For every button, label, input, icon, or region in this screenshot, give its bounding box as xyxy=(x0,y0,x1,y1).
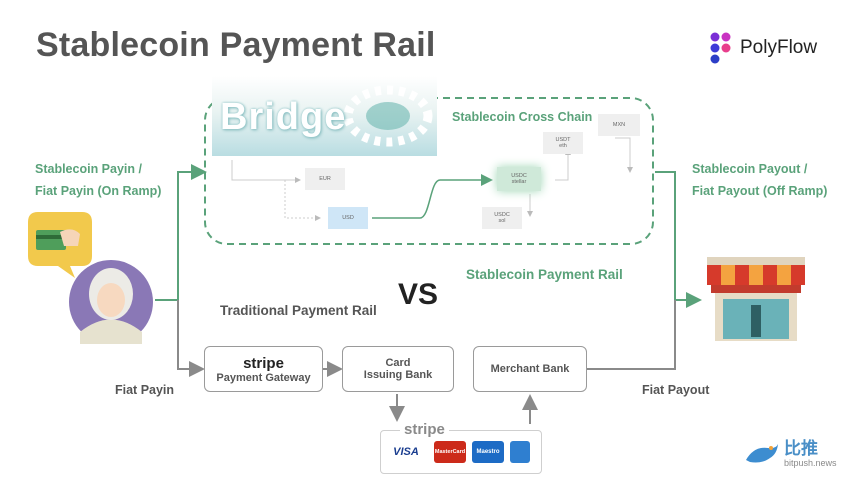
polyflow-logo-icon xyxy=(710,32,731,64)
mini-node-eur: EUR xyxy=(305,168,345,190)
amex-logo-icon xyxy=(510,441,530,463)
payout-label: Stablecoin Payout / Fiat Payout (Off Ram… xyxy=(692,162,828,198)
mini-node-usd: USD xyxy=(328,207,368,229)
mini-connector-usd-usdc xyxy=(372,174,493,219)
mini-node-mxn: MXN xyxy=(598,114,640,136)
polyflow-logo: PolyFlow xyxy=(710,32,817,64)
stripe-logo-text: stripe xyxy=(243,354,284,372)
on-ramp-arrow xyxy=(155,164,207,301)
shop-icon xyxy=(707,257,805,341)
customer-avatar xyxy=(28,212,153,344)
mini-connector-mxn xyxy=(615,137,633,173)
polyflow-logo-text: PolyFlow xyxy=(740,37,818,58)
stripe-network-logo: stripe xyxy=(400,421,449,438)
mini-connector-eur xyxy=(231,160,301,183)
bird-logo-icon xyxy=(746,444,778,463)
bitpush-cn-text: 比推 xyxy=(784,439,818,458)
cross-chain-label: Stablecoin Cross Chain xyxy=(452,110,593,124)
merchant-to-shop-line xyxy=(587,300,676,370)
mini-connector-usdt xyxy=(555,149,571,181)
fiat-payin-label: Fiat Payin xyxy=(115,383,175,397)
fiat-payout-label: Fiat Payout xyxy=(642,383,710,397)
bitpush-url-text: bitpush.news xyxy=(784,458,837,468)
off-ramp-arrow xyxy=(655,171,702,308)
traditional-rail-label: Traditional Payment Rail xyxy=(220,303,377,318)
payment-gateway-box: stripe Payment Gateway xyxy=(204,346,323,392)
bitpush-watermark: 比推 bitpush.news xyxy=(744,440,837,468)
mastercard-logo-icon: MasterCard xyxy=(434,441,466,463)
traditional-payin-arrow xyxy=(177,300,205,377)
vs-label: VS xyxy=(398,278,439,311)
maestro-logo-icon: Maestro xyxy=(472,441,504,463)
merchant-bank-box: Merchant Bank xyxy=(473,346,587,392)
bridge-swirl-icon xyxy=(343,85,433,147)
page-title: Stablecoin Payment Rail xyxy=(36,26,436,64)
mini-connector-usd xyxy=(284,180,321,221)
bridge-title: Bridge xyxy=(220,96,347,138)
payin-label: Stablecoin Payin / Fiat Payin (On Ramp) xyxy=(35,162,162,198)
card-issuing-bank-box: Card Issuing Bank xyxy=(342,346,454,392)
payment-gateway-label: Payment Gateway xyxy=(216,371,311,384)
visa-logo-icon: VISA xyxy=(390,441,422,463)
stablecoin-rail-label: Stablecoin Payment Rail xyxy=(466,267,623,282)
